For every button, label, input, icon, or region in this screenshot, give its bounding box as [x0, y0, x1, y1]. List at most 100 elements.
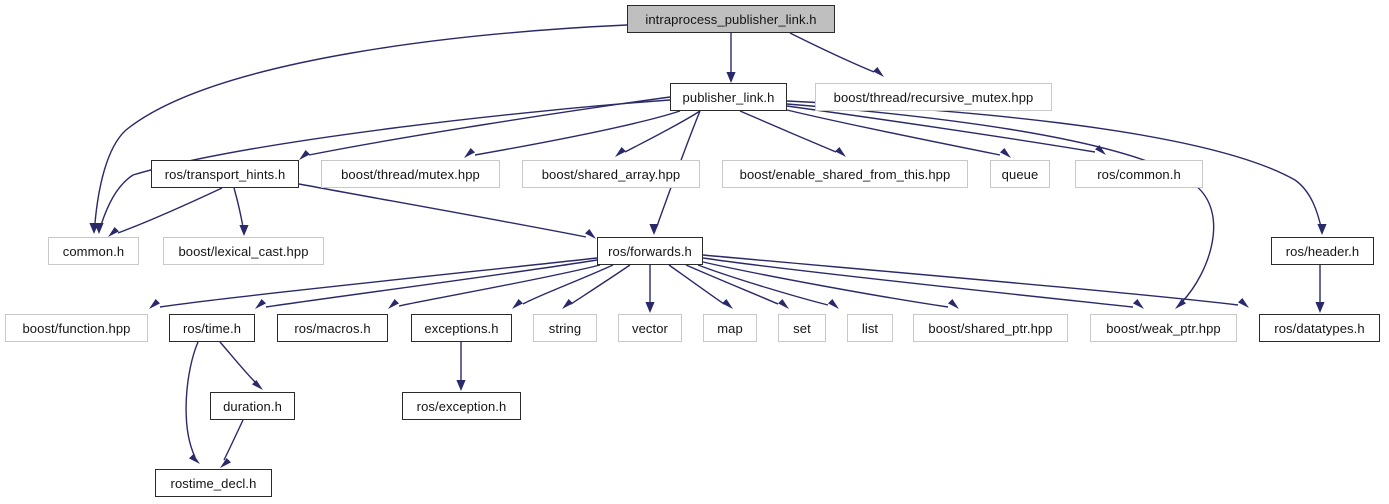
graph-node-common_h[interactable]: common.h [48, 237, 139, 265]
edge-publisher_link-to-transport_hints [308, 96, 671, 156]
edge-transport_hints-to-lexical_cast [233, 187, 244, 228]
arrowhead-exceptions-to-ros_exception [456, 380, 466, 391]
graph-node-label: boost/shared_array.hpp [541, 166, 681, 182]
arrowhead-forwards-to-ros_datatypes [1238, 298, 1249, 308]
arrowhead-publisher_link-to-queue [1000, 148, 1011, 158]
graph-node-lexical_cast[interactable]: boost/lexical_cast.hpp [163, 237, 324, 265]
arrowhead-publisher_link-to-ros_common [1095, 145, 1106, 155]
edge-publisher_link-to-boost_weak_ptr [786, 103, 1215, 303]
graph-node-publisher_link[interactable]: publisher_link.h [670, 83, 787, 111]
graph-node-ros_header[interactable]: ros/header.h [1271, 237, 1374, 265]
graph-node-label: vector [631, 320, 668, 336]
edge-intraprocess_publisher_link-to-common_h [94, 24, 628, 224]
graph-node-label: publisher_link.h [682, 89, 775, 105]
graph-node-list[interactable]: list [847, 314, 893, 342]
arrowhead-duration-to-rostime_decl [220, 458, 231, 468]
graph-node-map[interactable]: map [703, 314, 757, 342]
arrowhead-transport_hints-to-forwards [585, 229, 596, 239]
arrowhead-forwards-to-boost_weak_ptr [1133, 299, 1144, 309]
graph-node-label: map [717, 320, 743, 336]
edge-forwards-to-string [570, 264, 631, 305]
graph-node-ros_datatypes[interactable]: ros/datatypes.h [1259, 314, 1380, 342]
arrowhead-intraprocess_publisher_link-to-publisher_link [726, 72, 736, 83]
arrowhead-transport_hints-to-common_h [108, 227, 119, 237]
graph-node-label: ros/macros.h [294, 320, 371, 336]
graph-node-label: ros/exception.h [416, 398, 507, 414]
arrowhead-forwards-to-boost_shared_ptr [948, 299, 959, 309]
arrowhead-publisher_link-to-ros_header [1317, 224, 1327, 235]
graph-node-ros_macros[interactable]: ros/macros.h [277, 314, 388, 342]
arrowhead-forwards-to-ros_time [255, 299, 266, 309]
graph-node-label: boost/thread/recursive_mutex.hpp [833, 89, 1034, 105]
edge-forwards-to-boost_weak_ptr [702, 257, 1134, 308]
arrowhead-publisher_link-to-boost_weak_ptr [1175, 299, 1186, 309]
graph-node-label: duration.h [223, 398, 282, 414]
graph-node-string[interactable]: string [533, 314, 597, 342]
graph-node-label: exceptions.h [424, 320, 499, 336]
arrowhead-forwards-to-ros_macros [388, 299, 399, 309]
graph-node-label: set [793, 320, 811, 336]
graph-node-label: ros/header.h [1285, 243, 1360, 259]
edge-forwards-to-ros_time [265, 259, 598, 308]
arrowhead-forwards-to-boost_function [149, 299, 160, 309]
arrowhead-forwards-to-vector [645, 302, 655, 313]
graph-node-ros_exception[interactable]: ros/exception.h [402, 392, 521, 420]
graph-node-label: intraprocess_publisher_link.h [645, 11, 817, 27]
graph-node-label: common.h [62, 243, 125, 259]
arrowhead-forwards-to-string [562, 299, 573, 309]
graph-node-boost_shared_ptr[interactable]: boost/shared_ptr.hpp [913, 314, 1068, 342]
arrowhead-publisher_link-to-forwards [649, 224, 659, 235]
edge-forwards-to-list [697, 264, 829, 306]
graph-node-shared_array[interactable]: boost/shared_array.hpp [522, 160, 700, 188]
graph-node-enable_shared_from_this[interactable]: boost/enable_shared_from_this.hpp [722, 160, 968, 188]
edge-publisher_link-to-ros_common [786, 105, 1096, 153]
graph-node-exceptions[interactable]: exceptions.h [411, 314, 512, 342]
edge-ros_time-to-duration [219, 341, 257, 384]
edge-publisher_link-to-common_h [100, 99, 671, 226]
graph-node-label: ros/transport_hints.h [164, 166, 286, 182]
graph-node-label: boost/thread/mutex.hpp [341, 166, 480, 182]
edge-transport_hints-to-forwards [298, 183, 587, 238]
graph-node-label: ros/datatypes.h [1274, 320, 1365, 336]
edge-forwards-to-boost_function [159, 257, 598, 308]
graph-node-duration[interactable]: duration.h [210, 392, 295, 420]
graph-node-queue[interactable]: queue [990, 160, 1050, 188]
arrowhead-publisher_link-to-common_h [94, 223, 104, 234]
graph-node-label: ros/common.h [1097, 166, 1181, 182]
graph-node-transport_hints[interactable]: ros/transport_hints.h [151, 160, 299, 188]
graph-node-vector[interactable]: vector [618, 314, 682, 342]
graph-node-label: ros/time.h [182, 320, 242, 336]
edge-ros_time-to-rostime_decl [185, 341, 199, 458]
graph-node-thread_mutex[interactable]: boost/thread/mutex.hpp [321, 160, 500, 188]
graph-node-label: boost/enable_shared_from_this.hpp [739, 166, 951, 182]
graph-node-forwards[interactable]: ros/forwards.h [597, 237, 703, 265]
graph-node-label: rostime_decl.h [170, 475, 257, 491]
graph-node-label: boost/weak_ptr.hpp [1106, 320, 1221, 336]
edge-intraprocess_publisher_link-to-recursive_mutex [789, 32, 875, 73]
edge-forwards-to-ros_datatypes [702, 254, 1239, 306]
edge-publisher_link-to-queue [786, 109, 1001, 156]
graph-node-intraprocess_publisher_link[interactable]: intraprocess_publisher_link.h [627, 5, 835, 33]
edge-publisher_link-to-enable_shared_from_this [739, 110, 837, 153]
arrowhead-intraprocess_publisher_link-to-recursive_mutex [873, 67, 884, 77]
graph-node-ros_common[interactable]: ros/common.h [1075, 160, 1203, 188]
graph-node-recursive_mutex[interactable]: boost/thread/recursive_mutex.hpp [815, 83, 1052, 111]
graph-node-rostime_decl[interactable]: rostime_decl.h [155, 469, 272, 497]
edge-transport_hints-to-common_h [117, 187, 223, 234]
edge-forwards-to-exceptions [522, 264, 614, 305]
arrowhead-forwards-to-map [722, 299, 733, 309]
arrowhead-ros_time-to-rostime_decl [189, 454, 200, 464]
graph-node-ros_time[interactable]: ros/time.h [169, 314, 255, 342]
graph-node-boost_function[interactable]: boost/function.hpp [5, 314, 148, 342]
edge-forwards-to-set [685, 264, 779, 305]
arrowhead-publisher_link-to-enable_shared_from_this [835, 147, 846, 157]
graph-node-set[interactable]: set [778, 314, 826, 342]
graph-node-label: ros/forwards.h [608, 243, 692, 259]
graph-node-label: list [861, 320, 879, 336]
graph-node-label: boost/lexical_cast.hpp [178, 243, 309, 259]
graph-node-label: string [548, 320, 582, 336]
graph-node-label: queue [1001, 166, 1039, 182]
graph-node-boost_weak_ptr[interactable]: boost/weak_ptr.hpp [1090, 314, 1237, 342]
arrowhead-ros_header-to-ros_datatypes [1315, 302, 1325, 313]
